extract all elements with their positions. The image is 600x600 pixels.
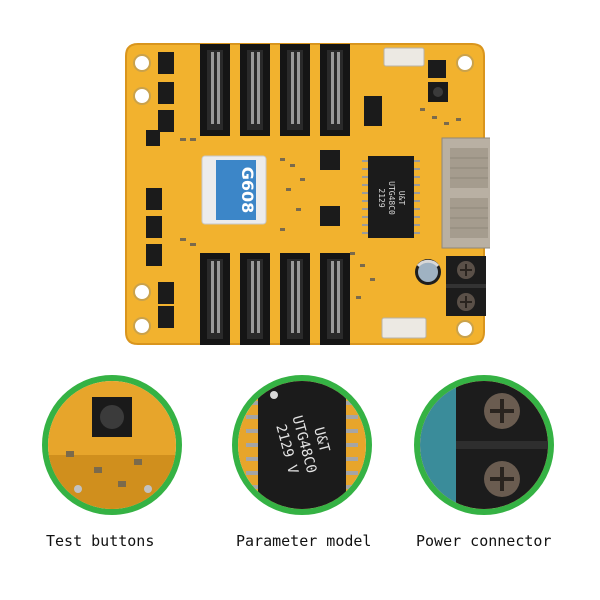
white-jst-connectors <box>381 47 427 339</box>
power-terminal-block <box>446 256 486 316</box>
controller-module: G608 <box>201 155 267 225</box>
electrolytic-capacitor <box>415 259 441 285</box>
zoom-power-connector <box>414 375 554 515</box>
board-illustration: G608 U&T <box>125 43 497 345</box>
tact-switch-icon <box>48 381 176 509</box>
ic-marking-3: 2129 <box>377 188 386 207</box>
mounting-holes <box>133 54 474 338</box>
zoom-ic-line1: U&T <box>310 426 332 455</box>
module-label: G608 <box>238 167 257 214</box>
ic-chip-icon: U&T UTG48C0 2129 V <box>238 381 366 509</box>
onboard-test-button <box>428 82 448 102</box>
zoom-test-buttons <box>42 375 182 515</box>
left-driver-ics <box>146 52 174 328</box>
caption-parameter-model: Parameter model <box>236 532 372 550</box>
caption-power-connector: Power connector <box>416 532 552 550</box>
center-ics <box>320 60 446 226</box>
rj45-ethernet-port <box>441 137 497 249</box>
ethernet-transformer-ic: U&T UTG48C0 2129 <box>362 156 420 238</box>
caption-test-buttons: Test buttons <box>46 532 155 550</box>
ic-marking-1: U&T <box>397 191 406 206</box>
terminal-block-icon <box>420 381 548 509</box>
ic-marking-2: UTG48C0 <box>387 181 396 215</box>
led-controller-board: G608 U&T <box>120 38 497 350</box>
zoom-parameter-model: U&T UTG48C0 2129 V <box>232 375 372 515</box>
bottom-hub-headers <box>200 253 350 345</box>
top-hub-headers <box>200 44 350 136</box>
passive-components <box>180 108 461 299</box>
